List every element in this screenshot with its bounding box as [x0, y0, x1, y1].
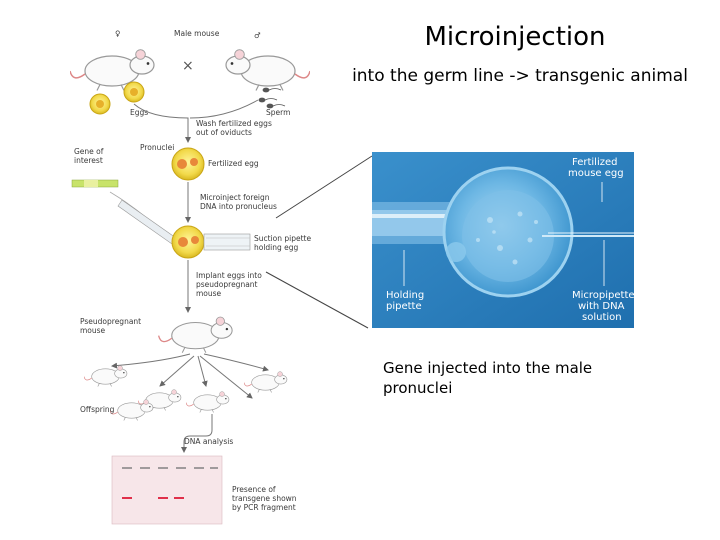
fertilized-egg-icon: [171, 147, 205, 181]
cross-symbol: ×: [182, 58, 194, 74]
pcr-gel-icon: [111, 455, 223, 525]
offspring-mouse-icon: [244, 371, 288, 393]
workflow-diagram: ♀ Male mouse ♂ × Eggs Sperm Wash fertili…: [70, 29, 311, 525]
callout-line: [265, 271, 369, 329]
suction-pipette-icon: [203, 233, 251, 251]
eggs-label: Eggs: [130, 108, 148, 117]
sperm-label: Sperm: [266, 108, 290, 117]
caption: Gene injected into the male pronuclei: [383, 359, 593, 397]
offspring-mouse-icon: [84, 365, 128, 387]
female-mouse-icon: [70, 48, 155, 92]
offspring-label: Offspring: [80, 405, 115, 414]
female-symbol: ♀: [115, 29, 121, 38]
dna-analysis-label: DNA analysis: [184, 437, 233, 446]
male-symbol: ♂: [254, 31, 261, 40]
offspring-mouse-icon: [110, 399, 154, 421]
injection-pipette-icon: [117, 199, 177, 245]
slide-title: Microinjection: [424, 22, 606, 52]
pronuclei-label: Pronuclei: [140, 143, 174, 152]
male-mouse-icon: [225, 48, 310, 92]
sperm-icon: [258, 87, 286, 109]
pseudopregnant-mouse-icon: [158, 316, 233, 354]
fertilized-egg-label: Fertilized egg: [208, 159, 259, 168]
slide-subtitle: into the germ line -> transgenic animal: [352, 66, 688, 86]
callout-line: [275, 155, 373, 219]
offspring-mouse-icon: [186, 391, 230, 413]
male-mouse-label: Male mouse: [174, 29, 220, 38]
